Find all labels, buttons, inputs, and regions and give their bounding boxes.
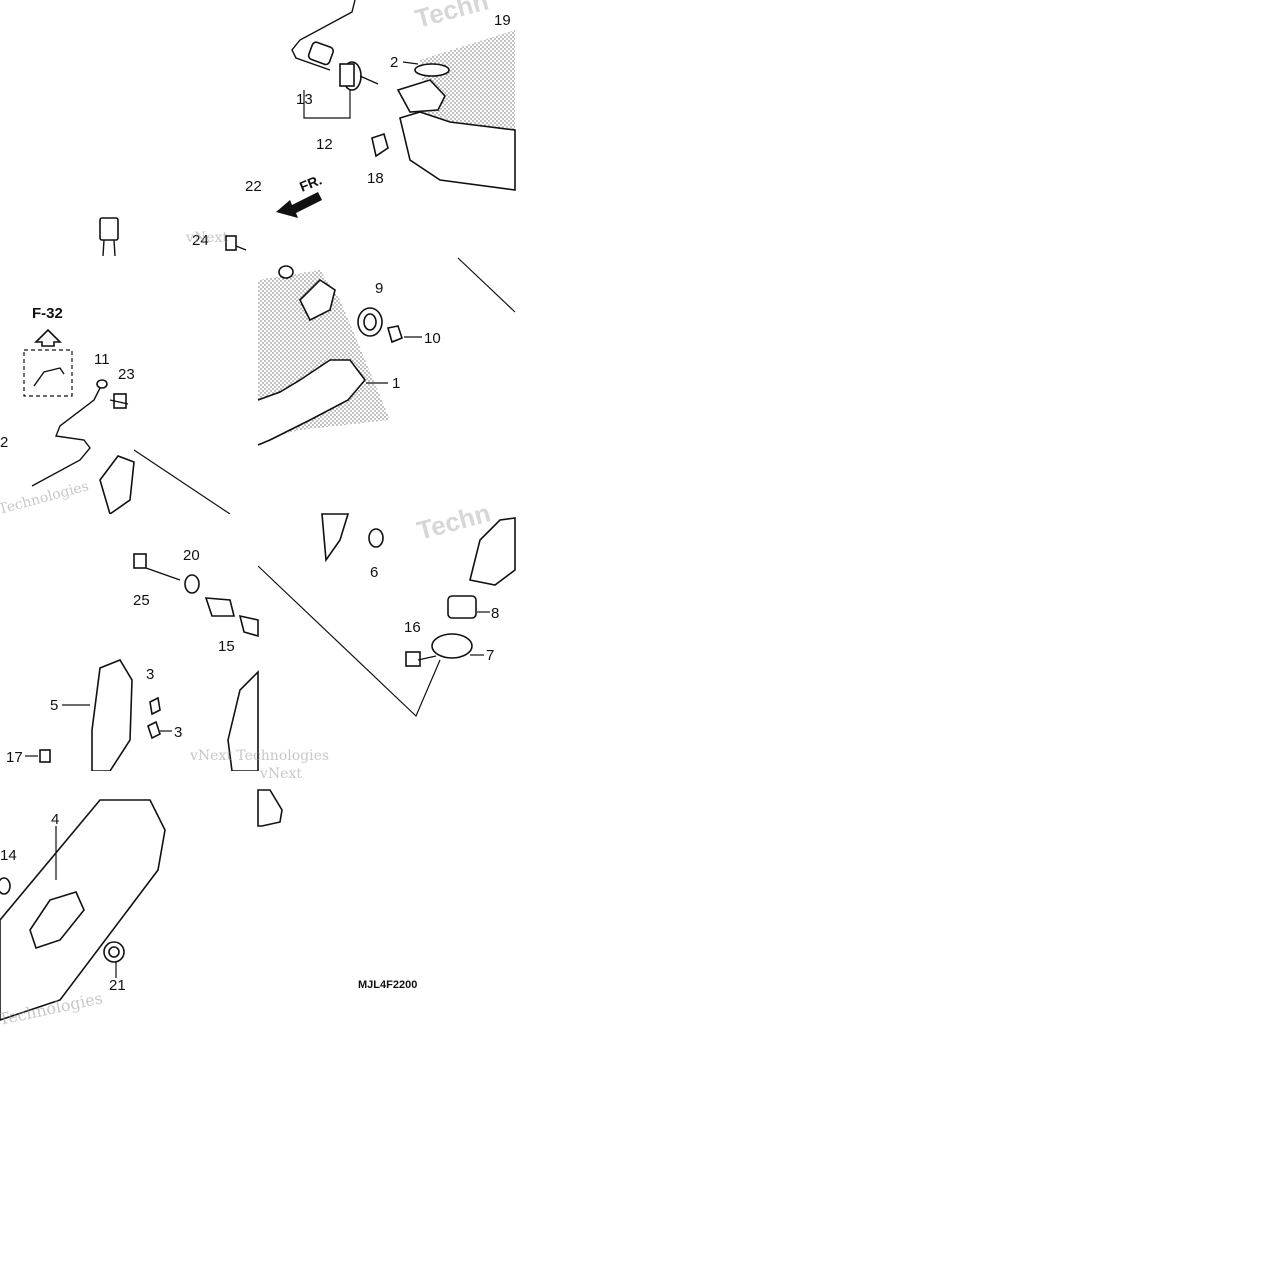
tile-center: 9 10 1 xyxy=(257,257,516,514)
tile-lower-right: 6 8 16 7 Techn xyxy=(257,497,516,771)
callout-14: 14 xyxy=(0,847,17,864)
sensor-body xyxy=(339,63,355,87)
callout-3a: 3 xyxy=(146,666,154,683)
watermark: vNext xyxy=(259,766,302,782)
bolt-16 xyxy=(405,651,421,667)
callout-19: 19 xyxy=(494,12,511,29)
callout-10: 10 xyxy=(424,330,441,347)
callout-6: 6 xyxy=(370,564,378,581)
watermark: vNext Technologies xyxy=(189,748,329,764)
callout-4: 4 xyxy=(51,811,59,828)
callout-20: 20 xyxy=(183,547,200,564)
front-arrow-icon xyxy=(276,192,322,218)
collar-10 xyxy=(386,325,403,344)
callout-7: 7 xyxy=(486,647,494,664)
up-arrow-icon xyxy=(34,328,62,347)
bracket xyxy=(321,513,350,563)
bolt-25 xyxy=(133,553,147,569)
tile-bottom-center: MJL4F2200 vNext xyxy=(257,766,515,1028)
tile-lower-left: 20 25 15 3 5 3 17 vNext Technologies xyxy=(0,514,329,772)
band-7 xyxy=(431,633,473,659)
clamp-piece xyxy=(99,455,135,516)
grommet-6 xyxy=(368,528,384,548)
nut-3a xyxy=(149,696,161,716)
collar-8 xyxy=(447,595,477,619)
bolt-17 xyxy=(39,749,51,763)
tile-top-right: FR. 19 2 13 12 18 Techn xyxy=(258,0,516,257)
tile-bottom-left: 4 14 21 Technologies xyxy=(0,771,258,1029)
reference-f32: F-32 xyxy=(32,305,63,322)
collar-15 xyxy=(204,597,236,617)
callout-15: 15 xyxy=(218,638,235,655)
callout-22: 22 xyxy=(245,178,262,195)
exhaust-pipe-1 xyxy=(257,359,367,446)
pipe-union xyxy=(307,41,335,66)
gasket-2-top xyxy=(414,63,450,77)
exhaust-flange xyxy=(396,79,446,113)
nut-18 xyxy=(371,132,389,158)
front-direction-label: FR. xyxy=(297,171,324,194)
callout-18: 18 xyxy=(367,170,384,187)
callout-16: 16 xyxy=(404,619,421,636)
callout-3b: 3 xyxy=(174,724,182,741)
callout-25: 25 xyxy=(133,592,150,609)
callout-1: 1 xyxy=(392,375,400,392)
nut-3b xyxy=(147,720,161,740)
tile-middle-left: 22 24 vNext F-32 11 23 2 Technologies xyxy=(0,178,262,518)
callout-11: 11 xyxy=(94,351,110,368)
callout-9: 9 xyxy=(375,280,383,297)
callout-21: 21 xyxy=(109,977,126,994)
grommet-14 xyxy=(0,877,11,895)
muffler-inlet-body xyxy=(399,111,516,191)
callout-23: 23 xyxy=(118,366,135,383)
heat-guard-bracket xyxy=(257,789,283,827)
pipe-13 xyxy=(291,0,356,71)
diagram-code: MJL4F2200 xyxy=(358,979,417,991)
watermark: vNext xyxy=(185,230,228,246)
connector xyxy=(99,217,119,241)
muffler-joint xyxy=(469,517,516,586)
callout-12: 12 xyxy=(316,136,333,153)
callout-17: 17 xyxy=(6,749,23,766)
muffler-emblem xyxy=(29,891,85,950)
reference-box xyxy=(23,349,73,397)
ground-wire-11 xyxy=(31,383,103,487)
callout-2-mid: 2 xyxy=(0,434,8,451)
callout-2-top: 2 xyxy=(390,54,398,71)
callout-8: 8 xyxy=(491,605,499,622)
callout-5: 5 xyxy=(50,697,58,714)
callout-13: 13 xyxy=(296,91,313,108)
callout-24: 24 xyxy=(192,232,209,249)
washer-20 xyxy=(184,574,200,594)
